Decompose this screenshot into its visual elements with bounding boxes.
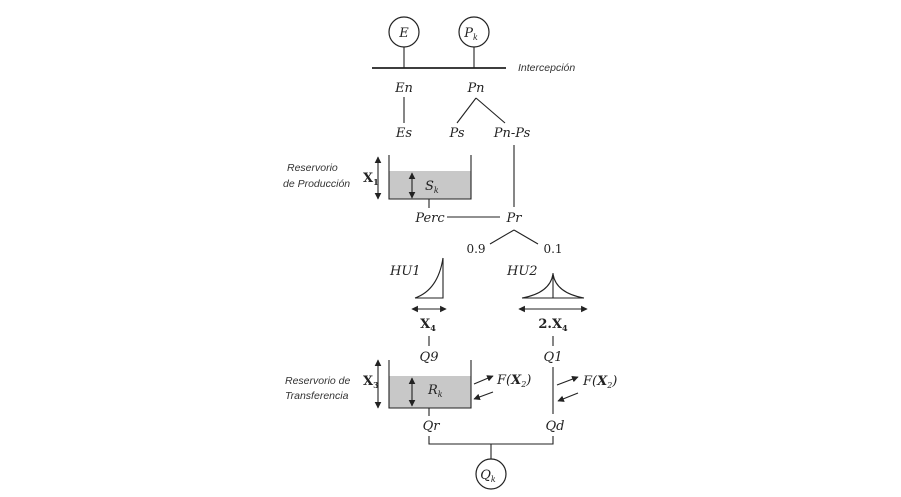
f-x2-left-label: F(X2) xyxy=(496,373,531,389)
x4-label: X4 xyxy=(420,317,436,333)
production-reservoir-tank xyxy=(388,155,472,200)
production-reservoir-water xyxy=(389,171,471,199)
qd-label: Qd xyxy=(546,419,565,434)
qr-label: Qr xyxy=(423,419,441,434)
exchange-in-arrow-right xyxy=(557,392,579,402)
interception-label: Intercepción xyxy=(518,62,575,74)
x3-label: X3 xyxy=(363,374,379,390)
hu2-label: HU2 xyxy=(506,264,538,279)
pn-ps-label: Pn-Ps xyxy=(493,126,531,141)
precipitation-label: Pk xyxy=(463,26,478,42)
q9-label: Q9 xyxy=(420,350,439,365)
production-reservoir-label-line2: de Producción xyxy=(283,178,350,190)
split-01-label: 0.1 xyxy=(543,242,562,256)
hu1-curve xyxy=(414,257,444,299)
en-label: En xyxy=(394,81,413,96)
pn-label: Pn xyxy=(466,81,484,96)
hu2-curve xyxy=(521,273,585,299)
split-right-line xyxy=(513,229,539,245)
f-x2-right-label: F(X2) xyxy=(582,374,617,390)
evaporation-label: E xyxy=(398,26,409,41)
rk-label: Rk xyxy=(427,383,443,399)
production-reservoir-label-line1: Reservorio xyxy=(287,162,338,174)
q1-label: Q1 xyxy=(544,350,563,365)
exchange-in-arrow-left xyxy=(473,391,494,401)
es-label: Es xyxy=(395,126,412,141)
routing-reservoir-label-line1: Reservorio de xyxy=(285,375,351,387)
output-combiner-line xyxy=(428,436,554,445)
pn-ps-line xyxy=(456,97,477,124)
split-left-line xyxy=(489,229,515,245)
hu1-axes xyxy=(415,258,444,299)
exchange-out-arrow-right xyxy=(556,376,579,386)
x1-label: X1 xyxy=(363,171,379,187)
perc-label: Perc xyxy=(414,211,445,226)
pr-label: Pr xyxy=(506,211,523,226)
routing-reservoir-tank xyxy=(388,360,472,409)
sk-label: Sk xyxy=(425,179,439,195)
split-09-label: 0.9 xyxy=(466,242,485,256)
hu1-label: HU1 xyxy=(389,264,421,279)
2x4-label: 2.X4 xyxy=(538,317,568,333)
routing-reservoir-water xyxy=(389,376,471,408)
streamflow-node xyxy=(475,458,507,490)
pn-pnps-line xyxy=(475,97,506,124)
exchange-out-arrow-left xyxy=(473,375,494,385)
routing-reservoir-label-line2: Transferencia xyxy=(285,390,349,402)
ps-label: Ps xyxy=(448,126,464,141)
streamflow-label: Qk xyxy=(480,468,496,484)
